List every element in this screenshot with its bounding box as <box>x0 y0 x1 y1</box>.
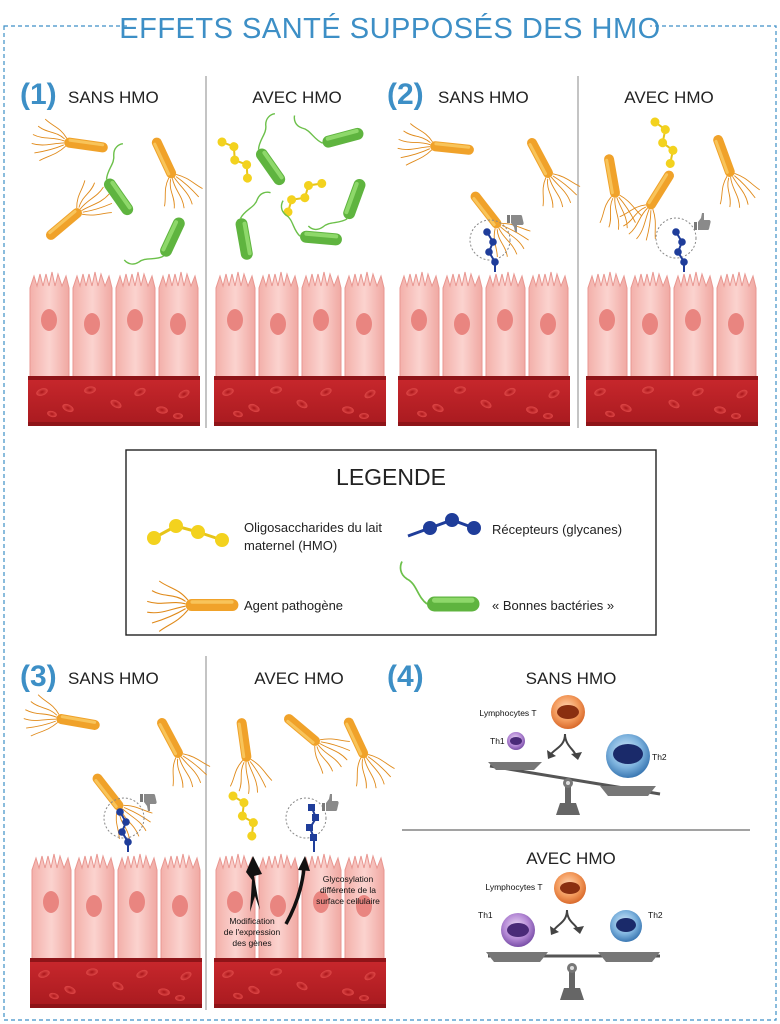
legend-good-bacteria: « Bonnes bactéries » <box>492 598 614 613</box>
lymphocytes-label: Lymphocytes T <box>485 882 542 892</box>
pathogen-icon <box>141 707 216 796</box>
epithelium <box>29 853 203 1009</box>
legend-hmo-line2: maternel (HMO) <box>244 538 337 553</box>
good-bacteria-icon <box>240 112 312 189</box>
scale-icon <box>488 762 661 815</box>
th2-cell-icon <box>610 910 642 942</box>
receptor-icon <box>671 227 689 273</box>
receptor-square-icon <box>306 804 319 852</box>
th1-cell-icon <box>507 732 525 750</box>
panel-1: (1) SANS HMO AVEC HMO <box>20 78 387 427</box>
pathogen-icon <box>587 150 644 234</box>
binding-zone <box>285 797 327 839</box>
lightning-arrow-icon <box>246 856 262 912</box>
th1-label: Th1 <box>490 736 505 746</box>
hmo-icon <box>648 112 683 172</box>
legend-title: LEGENDE <box>336 464 446 490</box>
lymphocytes-label: Lymphocytes T <box>479 708 536 718</box>
epithelium <box>585 271 759 427</box>
pathogen-icon <box>328 708 400 796</box>
lymphocyte-t-icon <box>554 872 586 904</box>
panel-number: (4) <box>387 660 424 693</box>
epithelium <box>27 271 201 427</box>
panel-number: (1) <box>20 78 57 111</box>
good-bacteria-icon <box>292 98 366 156</box>
annotation-line: Modification <box>229 916 275 926</box>
binding-zone <box>469 219 511 261</box>
legend-box <box>125 449 657 636</box>
panel-4: (4) SANS HMO Lymphocytes T Th1 Th2 A <box>387 660 667 1000</box>
panel-3: (3) SANS HMO AVEC HMO Modification <box>20 660 400 1009</box>
epithelium <box>213 271 387 427</box>
annotation-line: surface cellulaire <box>316 896 380 906</box>
lymphocyte-t-icon <box>551 695 585 729</box>
panel-label-avec: AVEC HMO <box>526 849 615 868</box>
pathogen-icon <box>271 698 359 781</box>
legend-hmo-line1: Oligosaccharides du lait <box>244 520 382 535</box>
hmo-icon <box>147 519 229 547</box>
curved-arrow-icon <box>284 867 306 925</box>
receptor-icon <box>407 513 481 538</box>
pathogen-icon <box>456 178 538 266</box>
pathogen-icon <box>220 714 274 797</box>
page-title: EFFETS SANTÉ SUPPOSÉS DES HMO <box>119 12 660 45</box>
annotation-line: Glycosylation <box>323 874 374 884</box>
panel-label-avec: AVEC HMO <box>624 88 713 107</box>
panel-label-avec: AVEC HMO <box>254 669 343 688</box>
legend: LEGENDE Oligosaccharides du lait materne… <box>125 449 657 636</box>
panel-label-sans: SANS HMO <box>68 88 159 107</box>
arrow-icon <box>564 733 577 757</box>
hmo-icon <box>226 785 265 845</box>
pathogen-icon <box>613 160 691 248</box>
pathogen-icon <box>136 128 208 216</box>
th2-label: Th2 <box>652 752 667 762</box>
pathogen-icon <box>511 127 586 216</box>
thumbs-up-icon <box>322 794 339 811</box>
annotation-line: de l'expression <box>224 927 281 937</box>
panel-number: (2) <box>387 78 424 111</box>
panel-label-sans: SANS HMO <box>438 88 529 107</box>
pathogen-icon <box>697 127 764 215</box>
hmo-icon <box>214 129 260 188</box>
th2-label: Th2 <box>648 910 663 920</box>
scale-icon <box>486 952 660 1000</box>
legend-pathogen: Agent pathogène <box>244 598 343 613</box>
arrow-icon <box>566 909 579 931</box>
legend-receptor: Récepteurs (glycanes) <box>492 522 622 537</box>
thumbs-down-icon <box>140 794 157 811</box>
binding-zone <box>655 217 697 259</box>
th2-cell-icon <box>606 734 650 778</box>
panel-2: (2) SANS HMO AVEC HMO <box>387 78 764 427</box>
panel-label-sans: SANS HMO <box>68 669 159 688</box>
panel-number: (3) <box>20 660 57 693</box>
good-bacteria-icon <box>123 202 188 279</box>
good-bacteria-icon <box>88 142 160 219</box>
annotation-line: différente de la <box>320 885 376 895</box>
pathogen-icon <box>395 121 477 173</box>
panel-label-avec: AVEC HMO <box>252 88 341 107</box>
pathogen-icon <box>20 692 104 748</box>
epithelium <box>397 271 571 427</box>
annotation-line: des gènes <box>232 938 271 948</box>
panel-label-sans: SANS HMO <box>526 669 617 688</box>
pathogen-icon <box>28 117 112 171</box>
good-bacteria-icon <box>230 190 283 262</box>
thumbs-down-icon <box>507 215 524 232</box>
good-bacteria-icon <box>307 166 368 242</box>
th1-cell-icon <box>501 913 535 947</box>
th1-label: Th1 <box>478 910 493 920</box>
thumbs-up-icon <box>694 213 711 230</box>
binding-zone <box>103 797 145 839</box>
